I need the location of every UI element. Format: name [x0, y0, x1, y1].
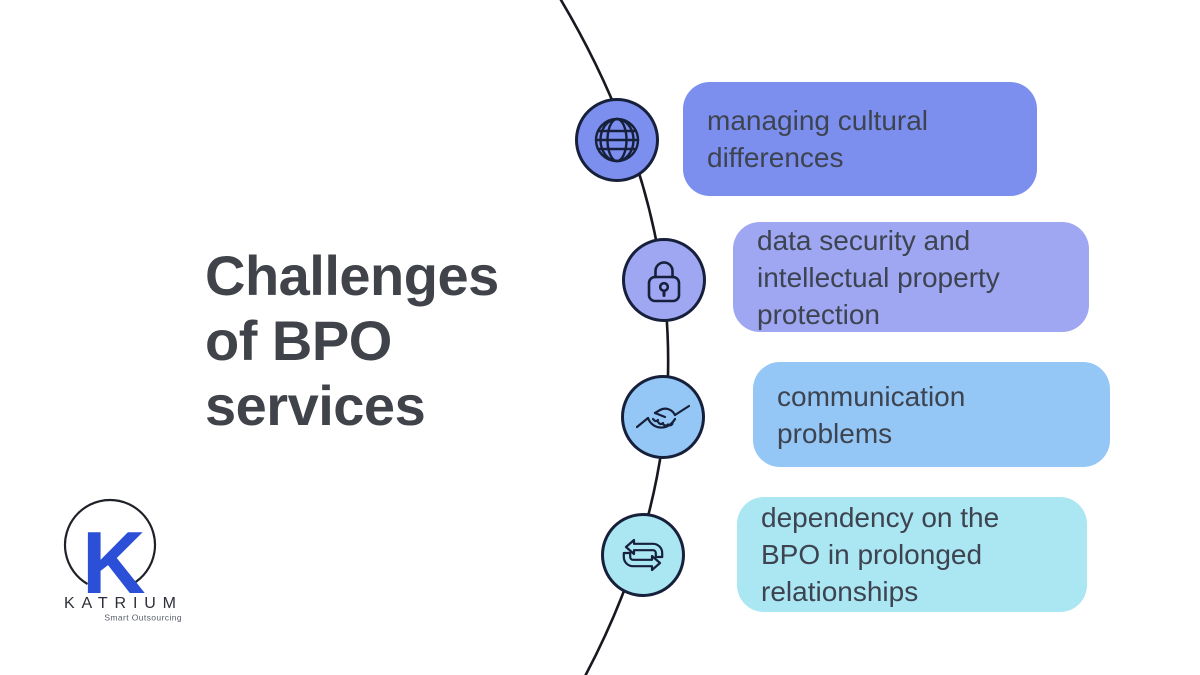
logo-brand-text: KATRIUM: [64, 595, 182, 612]
logo-tagline: Smart Outsourcing: [104, 613, 182, 623]
page-title: Challenges of BPO services: [205, 243, 499, 438]
item-label: dependency on the BPO in prolonged relat…: [761, 502, 1000, 607]
logo-monogram: K: [82, 513, 146, 612]
item-box-data-security: data security and intellectual property …: [733, 222, 1089, 332]
node-handshake: [621, 375, 705, 459]
node-globe: [575, 98, 659, 182]
katrium-logo: K KATRIUM Smart Outsourcing: [52, 498, 192, 628]
globe-icon: [594, 117, 640, 163]
item-box-cultural-differences: managing cultural differences: [683, 82, 1037, 196]
item-box-communication: communication problems: [753, 362, 1110, 467]
item-box-dependency: dependency on the BPO in prolonged relat…: [737, 497, 1087, 612]
page-title-line: of BPO: [205, 309, 392, 372]
item-label: data security and intellectual property …: [757, 224, 1000, 330]
node-lock: [622, 238, 706, 322]
logo-arc: [63, 499, 157, 585]
page-title-line: Challenges: [205, 244, 499, 307]
item-label: communication problems: [777, 380, 966, 449]
lock-icon: [647, 261, 681, 303]
page-title-line: services: [205, 374, 426, 437]
swap-arrows-icon: [622, 538, 664, 572]
node-swap-arrows: [601, 513, 685, 597]
handshake-icon: [635, 404, 691, 429]
item-label: managing cultural differences: [707, 105, 929, 173]
